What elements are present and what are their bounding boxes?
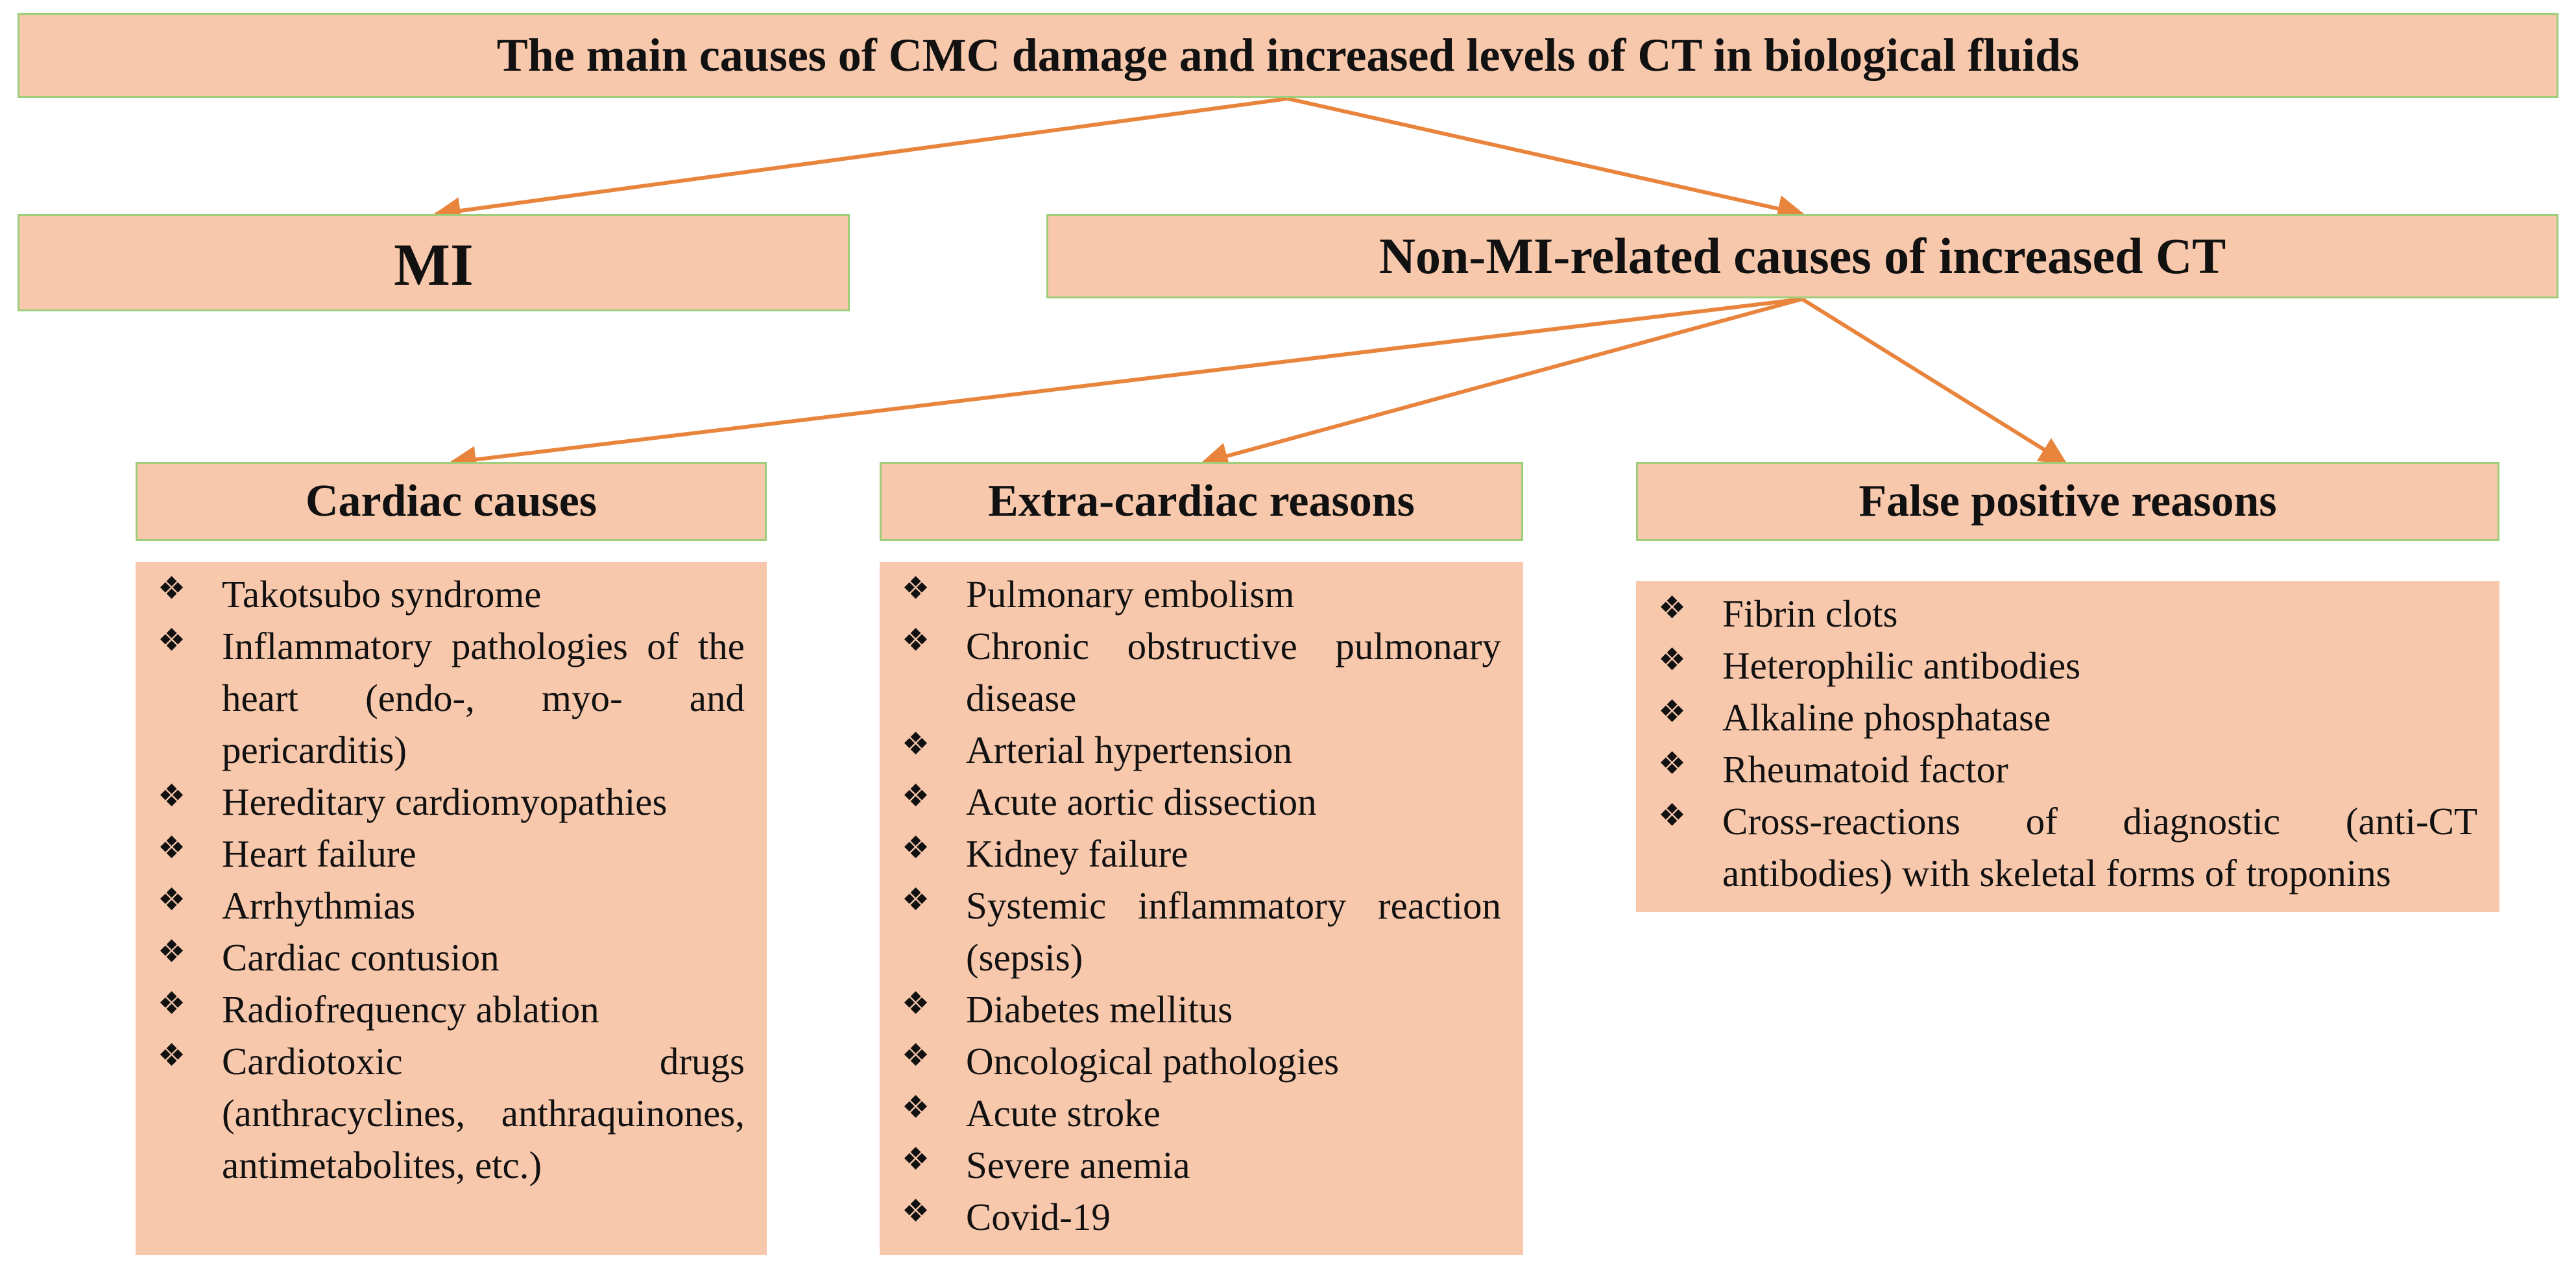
list-item: ❖Pulmonary embolism (902, 568, 1501, 620)
non-mi-box: Non-MI-related causes of increased CT (1046, 214, 2558, 298)
extra-cardiac-reasons-header: Extra-cardiac reasons (880, 462, 1523, 541)
list-item: ❖Acute aortic dissection (902, 776, 1501, 828)
four-diamond-bullet-icon: ❖ (1658, 642, 1687, 678)
mi-label: MI (394, 232, 474, 298)
four-diamond-bullet-icon: ❖ (158, 778, 186, 814)
false-positive-reasons-title: False positive reasons (1859, 476, 2277, 526)
four-diamond-bullet-icon: ❖ (158, 933, 186, 970)
false-positive-reasons-header: False positive reasons (1636, 462, 2499, 541)
cardiac-causes-header: Cardiac causes (136, 462, 767, 541)
list-item: ❖Rheumatoid factor (1658, 743, 2477, 795)
arrow-non-mi-to-cardiac (448, 297, 1803, 474)
list-item: ❖Cross-reactions of diagnostic (anti-CT … (1658, 795, 2477, 899)
list-item: ❖Takotsubo syndrome (158, 568, 745, 620)
list-item: ❖Arrhythmias (158, 880, 745, 931)
extra-cardiac-reasons-list-box: ❖Pulmonary embolism ❖Chronic obstructive… (880, 562, 1523, 1255)
four-diamond-bullet-icon: ❖ (902, 1089, 930, 1125)
list-item: ❖Fibrin clots (1658, 588, 2477, 640)
four-diamond-bullet-icon: ❖ (902, 726, 930, 762)
list-item: ❖Kidney failure (902, 828, 1501, 880)
four-diamond-bullet-icon: ❖ (1658, 590, 1687, 626)
diagram-title: The main causes of CMC damage and increa… (18, 13, 2558, 98)
cardiac-causes-list-box: ❖Takotsubo syndrome ❖Inflammatory pathol… (136, 562, 767, 1255)
four-diamond-bullet-icon: ❖ (158, 985, 186, 1022)
four-diamond-bullet-icon: ❖ (902, 1141, 930, 1177)
cardiac-causes-list: ❖Takotsubo syndrome ❖Inflammatory pathol… (158, 568, 745, 1191)
four-diamond-bullet-icon: ❖ (902, 882, 930, 918)
four-diamond-bullet-icon: ❖ (158, 882, 186, 918)
four-diamond-bullet-icon: ❖ (902, 1193, 930, 1229)
diagram-title-text: The main causes of CMC damage and increa… (496, 29, 2080, 81)
list-item: ❖Alkaline phosphatase (1658, 691, 2477, 743)
false-positive-reasons-list-box: ❖Fibrin clots ❖Heterophilic antibodies ❖… (1636, 581, 2499, 912)
list-item: ❖Acute stroke (902, 1087, 1501, 1139)
list-item: ❖Covid-19 (902, 1191, 1501, 1243)
list-item: ❖Chronic obstructive pulmonary disease (902, 620, 1501, 724)
extra-cardiac-reasons-list: ❖Pulmonary embolism ❖Chronic obstructive… (902, 568, 1501, 1243)
four-diamond-bullet-icon: ❖ (902, 830, 930, 866)
arrow-title-to-mi (433, 97, 1288, 224)
four-diamond-bullet-icon: ❖ (902, 622, 930, 658)
four-diamond-bullet-icon: ❖ (1658, 797, 1687, 834)
four-diamond-bullet-icon: ❖ (158, 1037, 186, 1074)
non-mi-label: Non-MI-related causes of increased CT (1378, 228, 2226, 284)
list-item: ❖Severe anemia (902, 1139, 1501, 1191)
mi-box: MI (18, 214, 850, 311)
four-diamond-bullet-icon: ❖ (902, 985, 930, 1022)
four-diamond-bullet-icon: ❖ (158, 830, 186, 866)
list-item: ❖Cardiotoxic drugs (anthracyclines, anth… (158, 1035, 745, 1191)
four-diamond-bullet-icon: ❖ (1658, 693, 1687, 730)
four-diamond-bullet-icon: ❖ (902, 570, 930, 607)
four-diamond-bullet-icon: ❖ (902, 1037, 930, 1074)
cardiac-causes-title: Cardiac causes (305, 476, 597, 526)
extra-cardiac-reasons-title: Extra-cardiac reasons (988, 476, 1415, 526)
list-item: ❖Heart failure (158, 828, 745, 880)
list-item: ❖Heterophilic antibodies (1658, 640, 2477, 691)
false-positive-reasons-list: ❖Fibrin clots ❖Heterophilic antibodies ❖… (1658, 588, 2477, 899)
list-item: ❖Radiofrequency ablation (158, 983, 745, 1035)
four-diamond-bullet-icon: ❖ (158, 570, 186, 607)
list-item: ❖Hereditary cardiomyopathies (158, 776, 745, 828)
arrow-title-to-non-mi (1287, 97, 1805, 222)
arrow-non-mi-to-extra-cardiac (1200, 297, 1803, 470)
arrow-non-mi-to-false-positive (1801, 297, 2067, 464)
list-item: ❖Oncological pathologies (902, 1035, 1501, 1087)
list-item: ❖Cardiac contusion (158, 931, 745, 983)
list-item: ❖Arterial hypertension (902, 724, 1501, 776)
four-diamond-bullet-icon: ❖ (902, 778, 930, 814)
list-item: ❖Diabetes mellitus (902, 983, 1501, 1035)
list-item: ❖Inflammatory pathologies of the heart (… (158, 620, 745, 776)
four-diamond-bullet-icon: ❖ (1658, 745, 1687, 782)
list-item: ❖Systemic inflammatory reaction (sepsis) (902, 880, 1501, 983)
four-diamond-bullet-icon: ❖ (158, 622, 186, 658)
